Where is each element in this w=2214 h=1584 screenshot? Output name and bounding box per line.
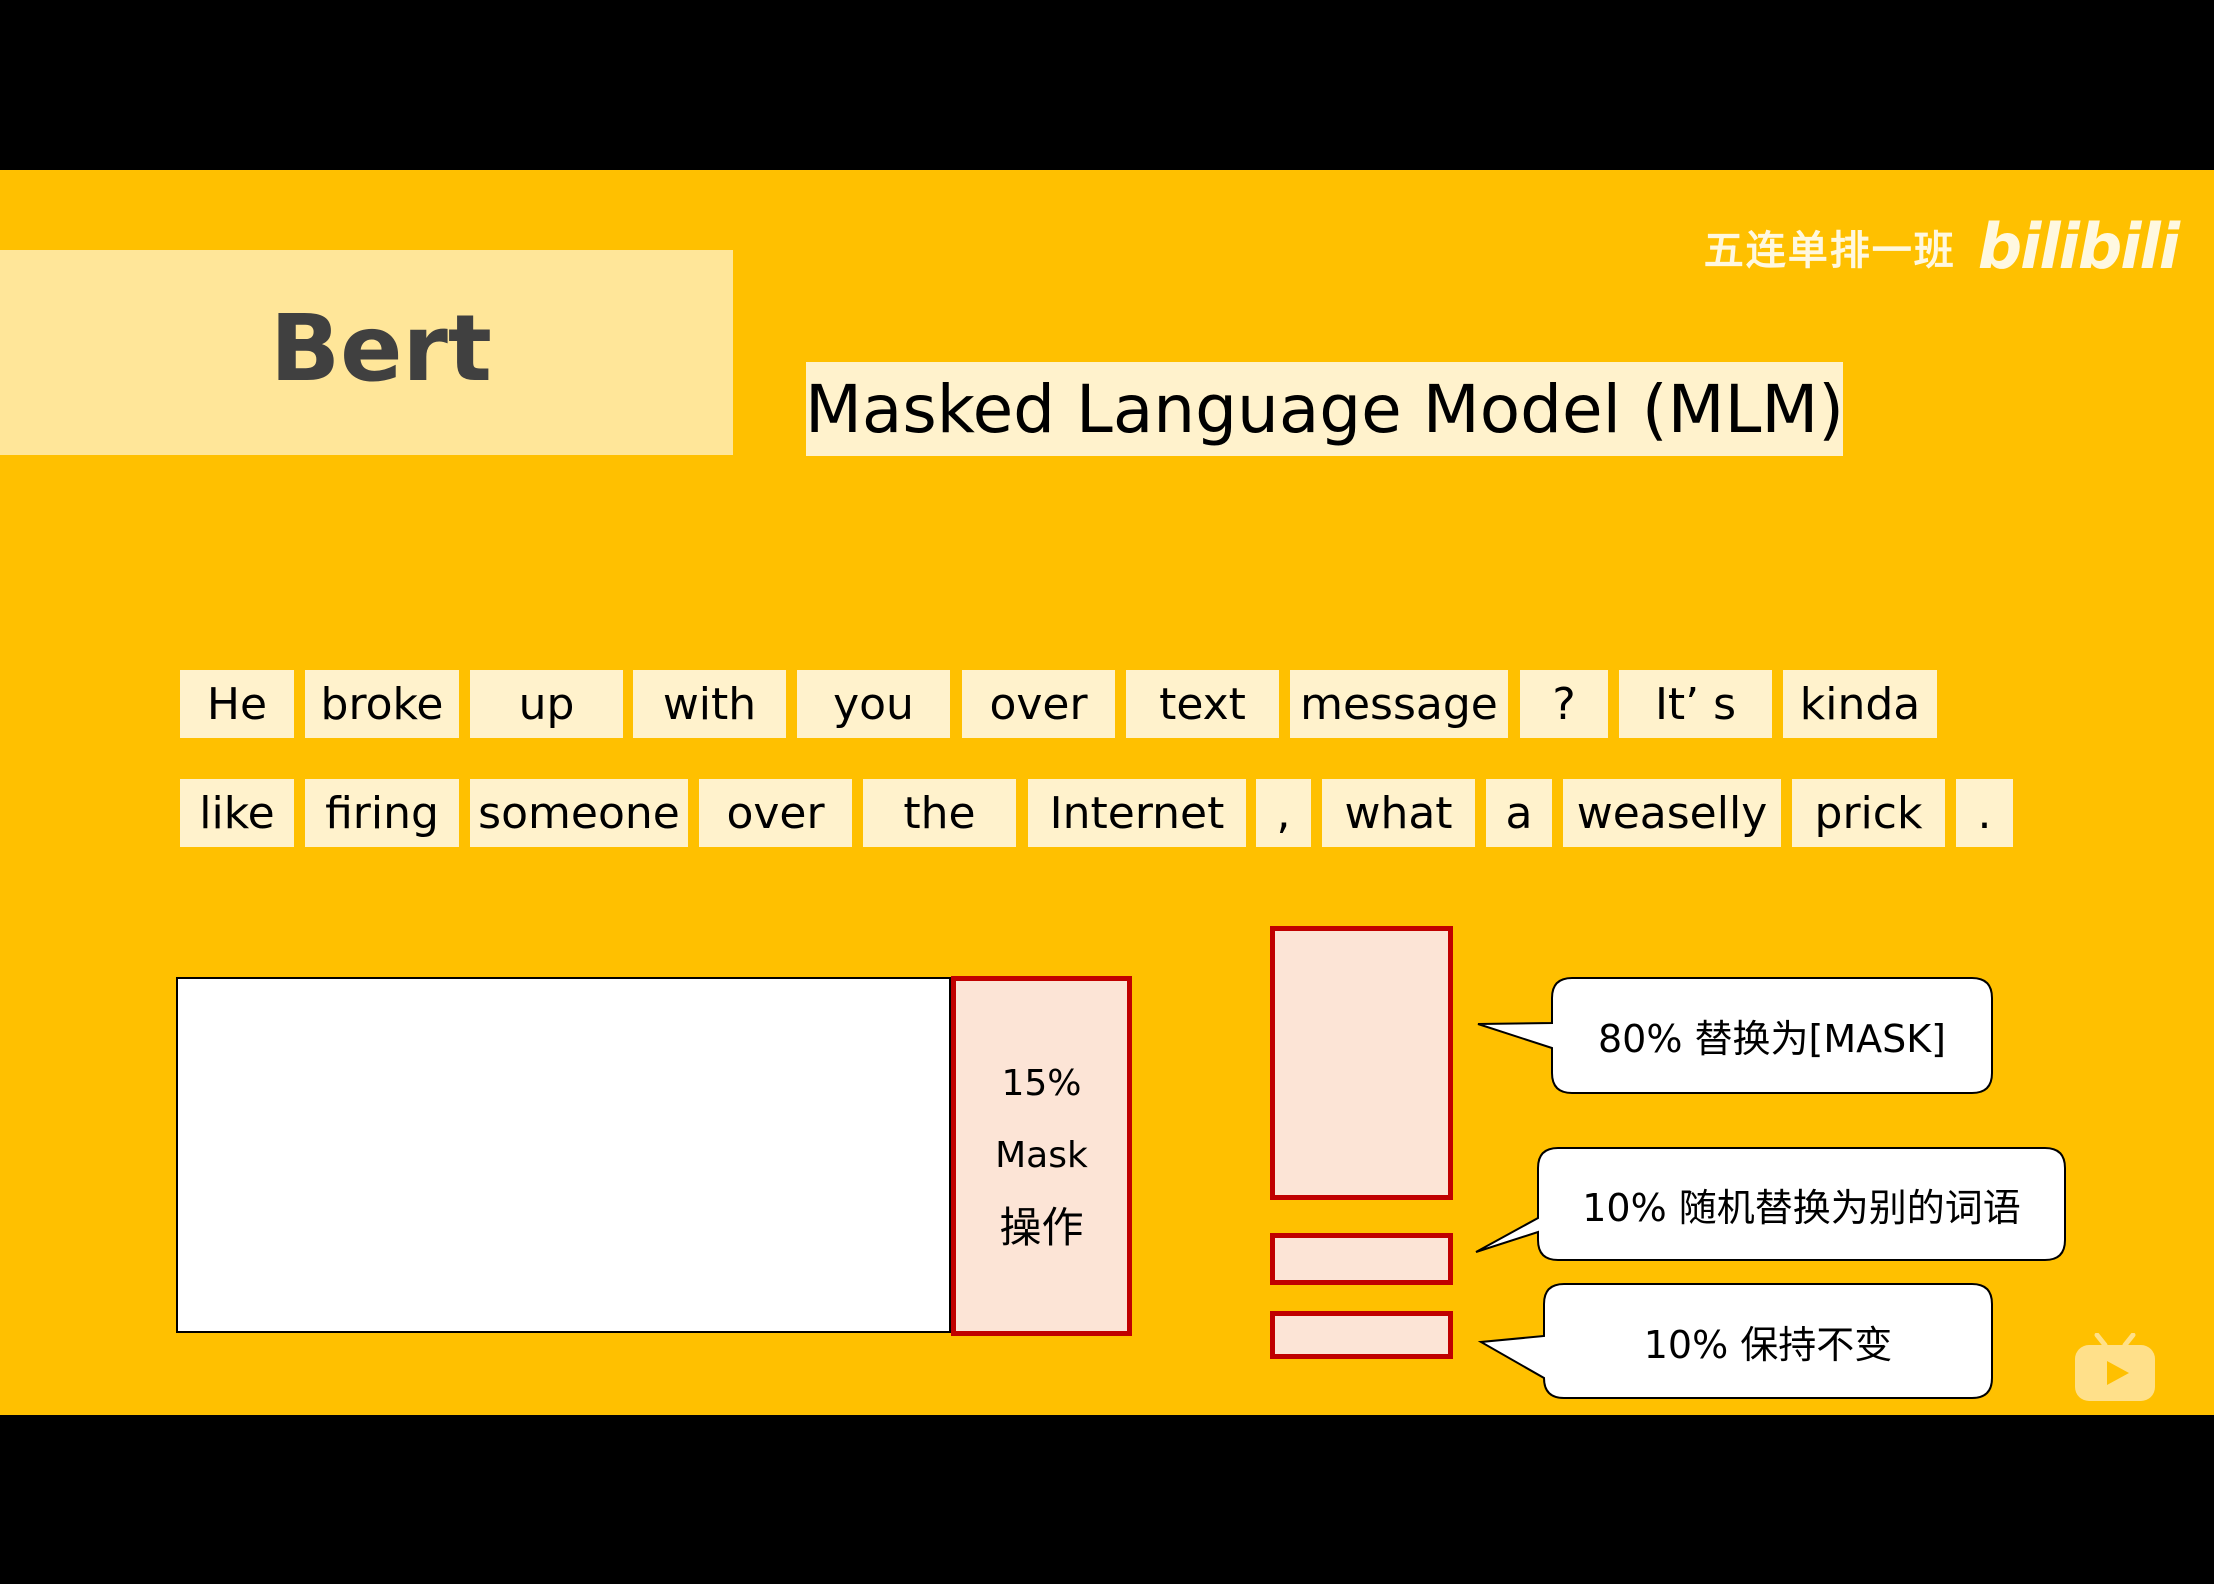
token: He bbox=[180, 670, 294, 738]
slide-title: Bert bbox=[270, 295, 492, 402]
token: over bbox=[699, 779, 852, 847]
mask-label: Mask bbox=[995, 1135, 1088, 1176]
token: with bbox=[633, 670, 786, 738]
token: text bbox=[1126, 670, 1279, 738]
token: firing bbox=[305, 779, 459, 847]
token: Internet bbox=[1028, 779, 1246, 847]
token: a bbox=[1486, 779, 1552, 847]
slide: Bert 五连单排一班 bilibili Masked Language Mod… bbox=[0, 170, 2214, 1415]
token: It’ s bbox=[1619, 670, 1772, 738]
callout-bubbles bbox=[1475, 977, 2066, 1399]
watermark-channel: 五连单排一班 bbox=[1703, 227, 1956, 274]
callout-text-1: 80% 替换为[MASK] bbox=[1597, 1017, 1946, 1061]
token: . bbox=[1956, 779, 2013, 847]
unmasked-portion-bar bbox=[176, 977, 951, 1333]
callout-text-2: 10% 随机替换为别的词语 bbox=[1582, 1185, 2021, 1230]
token: like bbox=[180, 779, 294, 847]
callout-bubble-1 bbox=[1477, 977, 1993, 1094]
split-box-10-keep bbox=[1270, 1311, 1453, 1359]
title-box: Bert bbox=[0, 250, 733, 455]
token: kinda bbox=[1783, 670, 1937, 738]
token: someone bbox=[470, 779, 688, 847]
token: what bbox=[1322, 779, 1475, 847]
token: over bbox=[962, 670, 1115, 738]
callout-text-3: 10% 保持不变 bbox=[1643, 1322, 1893, 1367]
split-box-10-random bbox=[1270, 1233, 1453, 1285]
token: prick bbox=[1792, 779, 1945, 847]
split-box-80 bbox=[1270, 926, 1453, 1200]
token: weaselly bbox=[1563, 779, 1781, 847]
callout-bubble-3 bbox=[1477, 1283, 1993, 1399]
token: message bbox=[1290, 670, 1508, 738]
bilibili-logo: bilibili bbox=[1977, 210, 2180, 283]
slide-subtitle: Masked Language Model (MLM) bbox=[805, 362, 1844, 456]
mask-percent: 15% bbox=[1001, 1063, 1082, 1104]
token: you bbox=[797, 670, 950, 738]
callout-bubble-2 bbox=[1475, 1147, 2066, 1261]
token: broke bbox=[305, 670, 459, 738]
token: ? bbox=[1520, 670, 1608, 738]
token: the bbox=[863, 779, 1016, 847]
mask-portion-box: 15% Mask 操作 bbox=[951, 976, 1132, 1336]
mask-label-cn: 操作 bbox=[999, 1203, 1084, 1252]
token: up bbox=[470, 670, 623, 738]
tv-play-icon[interactable] bbox=[2073, 1333, 2157, 1403]
token: , bbox=[1256, 779, 1311, 847]
watermark: 五连单排一班 bilibili bbox=[1703, 210, 2180, 283]
